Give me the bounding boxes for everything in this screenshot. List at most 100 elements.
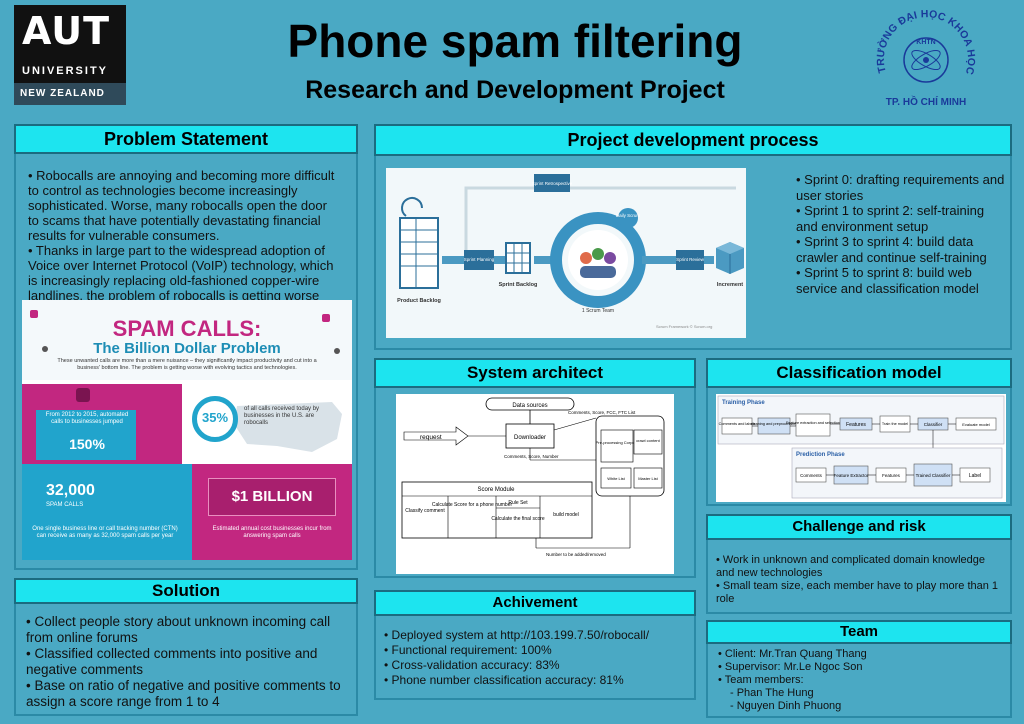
scrum-diagram: Product Backlog Sprint Planning Sprint B… [386, 168, 746, 338]
challenge-list: • Work in unknown and complicated domain… [716, 554, 1006, 606]
training-phase-label: Training Phase [722, 400, 765, 406]
svg-text:Feature extraction and selecti: Feature extraction and selection [786, 421, 840, 425]
svg-text:Features: Features [882, 473, 901, 478]
svg-text:Comments: Comments [800, 473, 823, 478]
svg-text:Train the model: Train the model [882, 422, 908, 426]
problem-statement-panel: Problem Statement • Robocalls are annoyi… [14, 124, 358, 570]
comments-top-label: Comments, Score, FCC, FTC List [568, 410, 636, 415]
sprint-planning-label: Sprint Planning [464, 257, 495, 262]
robot-icon [322, 314, 330, 322]
sprint-retrospective-label: Sprint Retrospective [532, 181, 573, 186]
data-sources-label: Data sources [512, 403, 547, 409]
challenge-heading: Challenge and risk [706, 514, 1012, 540]
team-panel: Team • Client: Mr.Tran Quang Thang • Sup… [706, 620, 1012, 718]
architecture-diagram: Data sources Downloader request Comments… [396, 394, 674, 574]
challenge-panel: Challenge and risk • Work in unknown and… [706, 514, 1012, 614]
scrum-diagram-graphic: Product Backlog Sprint Planning Sprint B… [397, 174, 744, 329]
svg-text:Features: Features [846, 422, 866, 428]
team-member-icon [604, 252, 616, 264]
solution-panel: Solution • Collect people story about un… [14, 578, 358, 716]
system-architect-panel: System architect Data sources Downloader… [374, 358, 696, 578]
stat-spam-calls-per-year: 32,000 SPAM CALLS One single business li… [22, 464, 192, 560]
poster-subtitle: Research and Development Project [305, 76, 725, 104]
team-member-icon [580, 252, 592, 264]
solution-item: • Base on ratio of negative and positive… [26, 678, 341, 709]
spam-calls-infographic: SPAM CALLS: The Billion Dollar Problem T… [22, 300, 352, 560]
sprint-item: • Sprint 5 to sprint 8: build web servic… [796, 265, 979, 296]
calc-final-label: Calculate the final score [491, 516, 545, 522]
svg-text:Classifier: Classifier [924, 422, 943, 427]
process-heading: Project development process [374, 124, 1012, 156]
classify-label: Classify comment [405, 508, 445, 514]
svg-text:Trained Classifier: Trained Classifier [916, 473, 951, 478]
downloader-label: Downloader [514, 435, 546, 441]
classification-heading: Classification model [706, 358, 1012, 388]
infographic-subtitle: The Billion Dollar Problem [93, 340, 281, 357]
aut-logo: AUT UNIVERSITY NEW ZEALAND [14, 5, 126, 105]
team-members-label: • Team members: [718, 674, 804, 686]
sprint-item: • Sprint 1 to sprint 2: self-training an… [796, 203, 985, 234]
problem-statement-heading: Problem Statement [14, 124, 358, 154]
comments-mid-label: Comments, Score, Number [504, 454, 559, 459]
product-backlog-icon [399, 217, 439, 289]
scrum-team-label: 1 Scrum Team [582, 308, 614, 314]
team-client: • Client: Mr.Tran Quang Thang [718, 648, 867, 660]
team-supervisor: • Supervisor: Mr.Le Ngoc Son [718, 661, 863, 673]
increment-label: Increment [717, 282, 743, 288]
aut-logo-main: AUT [22, 9, 111, 53]
team-list: • Client: Mr.Tran Quang Thang • Supervis… [718, 648, 1008, 713]
infographic-title: SPAM CALLS: [112, 316, 262, 341]
db-master-label: Master List [638, 476, 658, 481]
classification-panel: Classification model Training Phase Comm… [706, 358, 1012, 506]
stat-robocall-share-value: 35% [201, 410, 229, 425]
score-module-box [401, 481, 593, 539]
architecture-graphic: Data sources Downloader request Comments… [401, 397, 665, 557]
system-architect-heading: System architect [374, 358, 696, 388]
svg-text:Comments and labels: Comments and labels [719, 422, 756, 426]
hcmus-logo: TRƯỜNG ĐẠI HỌC KHOA HỌC TỰ NHIÊN KHTN TP… [870, 6, 977, 108]
achievement-item: • Cross-validation accuracy: 83% [384, 658, 560, 672]
problem-statement-text: • Robocalls are annoying and becoming mo… [28, 168, 338, 303]
achievement-item: • Phone number classification accuracy: … [384, 673, 624, 687]
achievement-heading: Achivement [374, 590, 696, 616]
robot-icon [30, 310, 38, 318]
calc-score-label: Calculate Score for a phone number [432, 502, 513, 508]
sprint-retrospective-box [534, 174, 570, 192]
svg-text:Label: Label [969, 473, 981, 479]
aut-logo-university: UNIVERSITY [22, 65, 109, 77]
product-backlog-label: Product Backlog [397, 298, 441, 304]
aut-logo-country: NEW ZEALAND [14, 83, 126, 105]
solution-list: • Collect people story about unknown inc… [26, 614, 352, 710]
stat-automated-calls-value: 150% [69, 436, 105, 452]
sprint-item: • Sprint 0: drafting requirements and us… [796, 172, 1005, 203]
svg-text:cleaning and preprocessing: cleaning and preprocessing [751, 422, 797, 426]
sprint-backlog-label: Sprint Backlog [499, 282, 538, 288]
prediction-phase-label: Prediction Phase [796, 452, 845, 458]
sprint-list: • Sprint 0: drafting requirements and us… [796, 172, 1006, 296]
rule-set-label: Rule Set [508, 500, 528, 506]
problem-paragraph-2: • Thanks in large part to the widespread… [28, 243, 334, 303]
achievement-item: • Deployed system at http://103.199.7.50… [384, 628, 650, 642]
bomb-icon [42, 346, 48, 352]
refresh-icon [401, 197, 423, 217]
challenge-item: • Small team size, each member have to p… [716, 580, 999, 605]
process-panel: Project development process Product Back… [374, 124, 1012, 350]
hcmus-logo-bottom: TP. HỒ CHÍ MINH [886, 95, 966, 108]
stat-robocall-share: 35% of all calls received today by busin… [182, 384, 352, 464]
build-model-label: build model [553, 512, 579, 518]
sprint-cycle-ring [550, 212, 646, 308]
sprint-review-label: Sprint Review [676, 257, 705, 262]
hcmus-logo-center: KHTN [916, 39, 935, 46]
bomb-icon [334, 348, 340, 354]
score-module-label: Score Module [477, 487, 515, 493]
sprint-backlog-icon [505, 242, 531, 274]
daily-scrum-badge [618, 208, 638, 228]
team-member-icon [592, 248, 604, 260]
challenge-item: • Work in unknown and complicated domain… [716, 554, 986, 579]
team-heading: Team [706, 620, 1012, 644]
team-member: - Nguyen Dinh Phuong [730, 700, 842, 712]
achievement-list: • Deployed system at http://103.199.7.50… [384, 628, 694, 688]
stat-automated-calls: From 2012 to 2015, automated calls to bu… [22, 384, 182, 464]
sprint-item: • Sprint 3 to sprint 4: build data crawl… [796, 234, 987, 265]
achievement-item: • Functional requirement: 100% [384, 643, 552, 657]
